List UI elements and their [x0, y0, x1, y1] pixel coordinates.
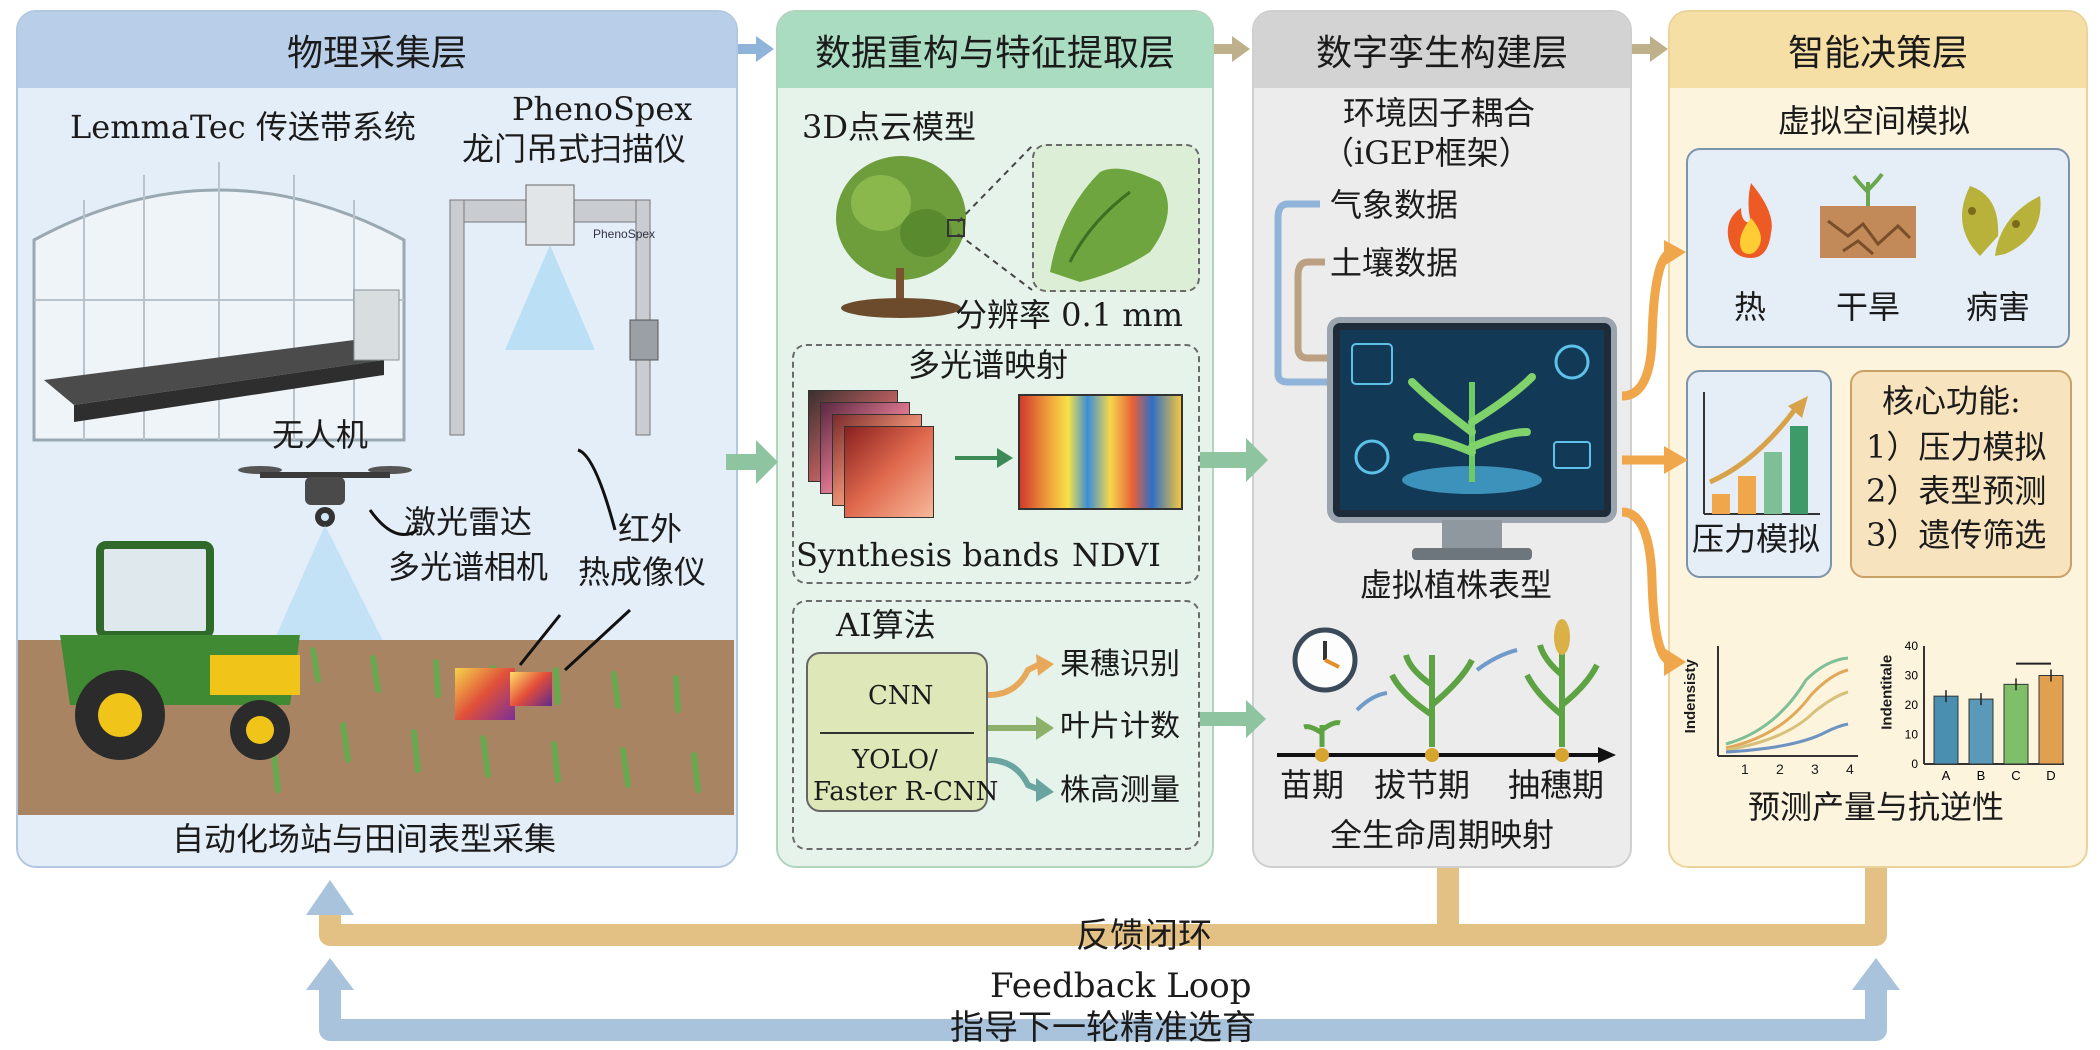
pressure-simulation-label: 压力模拟 — [1692, 520, 1821, 558]
infrared-label: 红外 — [618, 510, 683, 548]
multispectral-camera-label: 多光谱相机 — [388, 548, 549, 586]
core-functions-box — [1850, 370, 2072, 578]
tractor-illustration — [60, 541, 300, 760]
bar-xtick-A: A — [1942, 768, 1951, 783]
bar-ytick-1: 30 — [1905, 669, 1919, 683]
drought-icon — [1820, 172, 1916, 258]
ndvi-map — [1018, 394, 1183, 510]
core-function-3: 3）遗传筛选 — [1866, 516, 2047, 554]
lidar-label: 激光雷达 — [404, 503, 533, 541]
breeding-guidance-label: 指导下一轮精准选育 — [950, 1008, 1256, 1048]
growth-stages-illustration — [1277, 619, 1616, 763]
drone-label: 无人机 — [272, 416, 369, 454]
plant-height-label: 株高测量 — [1060, 773, 1180, 808]
bar-B — [1968, 698, 1994, 765]
gantry-brand-label: PhenoSpex — [593, 227, 656, 241]
env-coupling-label: 环境因子耦合 — [1343, 94, 1536, 132]
lifecycle-label: 全生命周期映射 — [1330, 816, 1555, 854]
line-chart-xtick-1: 1 — [1741, 761, 1749, 777]
bar-xtick-D: D — [2046, 768, 2055, 783]
pointcloud-label: 3D点云模型 — [802, 108, 977, 146]
leaf-count-label: 叶片计数 — [1060, 709, 1180, 744]
cnn-label: CNN — [868, 681, 934, 711]
disease-stress-label: 病害 — [1966, 288, 2031, 326]
faster-rcnn-label: Faster R-CNN — [813, 777, 999, 807]
heat-stress-label: 热 — [1734, 288, 1767, 326]
line-chart-svg — [1717, 646, 1858, 757]
yield-line-chart: Indensisty 1 2 3 4 — [1682, 640, 1866, 790]
lemmatec-label: LemmaTec 传送带系统 — [70, 108, 416, 146]
ndvi-label: NDVI — [1072, 536, 1161, 574]
jointing-stage-label: 拔节期 — [1374, 766, 1471, 804]
bar-xtick-C: C — [2011, 768, 2020, 783]
physical-layer-caption: 自动化场站与田间表型采集 — [172, 820, 557, 858]
greenhouse-illustration — [32, 162, 406, 442]
bar-C — [2003, 683, 2029, 765]
bar-D — [2038, 675, 2064, 765]
line-chart-xtick-4: 4 — [1846, 761, 1854, 777]
bar-ytick-0: 40 — [1905, 639, 1919, 653]
zoom-connector — [947, 145, 1033, 291]
igep-framework-label: （iGEP框架） — [1322, 134, 1531, 172]
bar-ytick-3: 10 — [1905, 728, 1919, 742]
thermal-image-swatch — [455, 668, 515, 720]
gantry-scanner-label: 龙门吊式扫描仪 — [462, 130, 687, 168]
phenospex-label: PhenoSpex — [512, 90, 693, 128]
multispectral-section — [792, 344, 1200, 584]
reconstruction-layer-title: 数据重构与特征提取层 — [778, 12, 1212, 88]
virtual-space-label: 虚拟空间模拟 — [1778, 102, 1971, 140]
disease-leaf-icon — [1962, 186, 2041, 256]
drone-icon — [238, 466, 412, 527]
thermal-image-swatch-2 — [510, 672, 552, 706]
line-chart-xtick-3: 3 — [1811, 761, 1819, 777]
annotation-pointers — [368, 448, 632, 672]
ear-recognition-label: 果穗识别 — [1060, 647, 1180, 682]
spectral-band-4 — [844, 426, 934, 518]
line-chart-xtick-2: 2 — [1776, 761, 1784, 777]
digital-twin-monitor — [1327, 317, 1617, 560]
feedback-loop-en-label: Feedback Loop — [990, 966, 1252, 1006]
ai-output-arrows — [987, 654, 1054, 802]
bar-xtick-B: B — [1977, 768, 1986, 783]
tree-pointcloud-illustration — [836, 156, 966, 318]
drought-stress-label: 干旱 — [1836, 288, 1901, 326]
heading-stage-label: 抽穗期 — [1508, 766, 1605, 804]
yolo-label: YOLO/ — [852, 745, 938, 775]
gantry-scanner-illustration — [449, 184, 659, 436]
synthesis-bands-label: Synthesis bands — [796, 536, 1060, 574]
resolution-label: 分辨率 0.1 mm — [955, 296, 1183, 334]
mid-flow-arrows — [726, 438, 1268, 738]
seedling-stage-label: 苗期 — [1280, 766, 1345, 804]
physical-layer-title: 物理采集层 — [18, 12, 736, 88]
weather-data-label: 气象数据 — [1330, 186, 1459, 224]
virtual-plant-label: 虚拟植株表型 — [1360, 566, 1553, 604]
feedback-loop-cn-label: 反馈闭环 — [1076, 916, 1212, 956]
bar-chart-svg: 40 30 20 10 0A B C D — [1905, 639, 2064, 783]
multispectral-title: 多光谱映射 — [908, 346, 1069, 384]
pressure-growth-chart-icon — [1703, 392, 1820, 515]
clock-icon — [1292, 627, 1358, 693]
ai-algorithm-title: AI算法 — [836, 606, 936, 644]
bar-ytick-4: 0 — [1911, 757, 1918, 771]
core-functions-title: 核心功能: — [1882, 382, 2021, 420]
core-function-2: 2）表型预测 — [1866, 472, 2047, 510]
thermal-imager-label: 热成像仪 — [578, 553, 707, 591]
decision-layer-title: 智能决策层 — [1670, 12, 2086, 88]
soil-data-label: 土壤数据 — [1330, 244, 1459, 282]
bar-ytick-2: 20 — [1905, 698, 1919, 712]
cnn-divider — [820, 732, 974, 734]
band-to-ndvi-arrow — [955, 448, 1013, 468]
ai-algorithm-section — [792, 600, 1200, 850]
feedback-loop-arrows — [319, 868, 1887, 1041]
yield-prediction-label: 预测产量与抗逆性 — [1748, 788, 2005, 826]
core-function-1: 1）压力模拟 — [1866, 428, 2047, 466]
bar-A — [1933, 695, 1959, 765]
decision-output-arrows — [1621, 247, 1674, 667]
fire-icon — [1727, 183, 1772, 258]
pointcloud-zoom-detail — [1050, 168, 1168, 282]
digital-twin-layer-title: 数字孪生构建层 — [1254, 12, 1630, 88]
